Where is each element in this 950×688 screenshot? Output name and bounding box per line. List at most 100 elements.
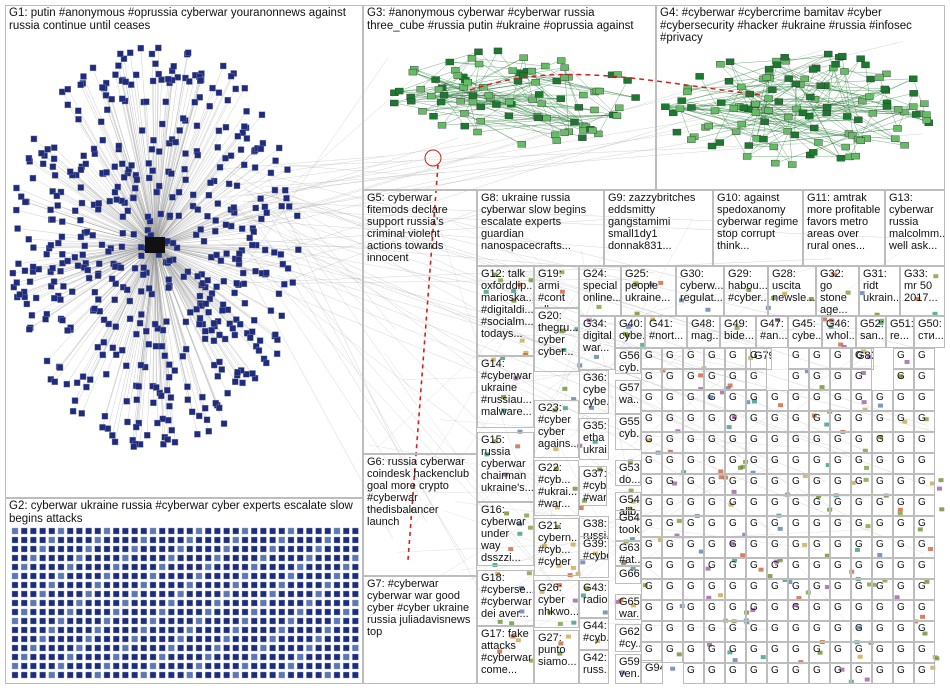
group-g33: G33: mr 50 2017... (900, 266, 945, 316)
tiny-group-label: G (876, 581, 890, 593)
tiny-group: G (746, 516, 767, 537)
group-g22: G22: #cyb... #ukrai... #war... (534, 460, 579, 516)
tiny-group-label: G (687, 665, 701, 677)
tiny-group: G (830, 579, 851, 600)
group-g6: G6: russia cyberwar coindesk hackenclub … (363, 454, 477, 576)
tiny-group: G (704, 600, 725, 621)
group-g26: G26: cyber nhkwo... (534, 580, 579, 628)
tiny-group-label: G (834, 539, 848, 551)
small-node (939, 507, 944, 511)
tiny-group: G (641, 621, 662, 642)
tiny-group: G (683, 495, 704, 516)
tiny-group-label: G (897, 581, 911, 593)
tiny-group: G (809, 600, 830, 621)
tiny-group-label: G (834, 371, 848, 383)
group-g15-label: G15: russia cyberwar chairman ukraine's.… (481, 434, 531, 494)
group-g45-label: G45: cybe... (792, 318, 819, 342)
tiny-group: G (683, 411, 704, 432)
tiny-group: G (872, 537, 893, 558)
tiny-group: G (746, 453, 767, 474)
tiny-group: G (788, 663, 809, 684)
tiny-group: G (851, 600, 872, 621)
tiny-group: G (809, 348, 830, 369)
tiny-group-label: G (687, 539, 701, 551)
tiny-group-label: G (855, 371, 869, 383)
tiny-group-label: G (792, 392, 806, 404)
tiny-group-label: G (813, 455, 827, 467)
tiny-group-label: G (771, 539, 785, 551)
group-g23-label: G23: #cyber cyber agains... (538, 402, 576, 450)
tiny-group: G (704, 348, 725, 369)
group-g24-label: G24: special online... (583, 268, 618, 304)
tiny-group-label: G (834, 350, 848, 362)
tiny-group-label: G (666, 539, 680, 551)
tiny-group-label: G (771, 602, 785, 614)
tiny-group-label: G (918, 371, 932, 383)
tiny-group-label: G (729, 539, 743, 551)
tiny-group-label: G (750, 560, 764, 572)
group-g23: G23: #cyber cyber agains... (534, 400, 579, 458)
tiny-group-label: G (918, 392, 932, 404)
tiny-group: G (809, 474, 830, 495)
tiny-group-label: G (645, 581, 659, 593)
tiny-group-label: G (729, 560, 743, 572)
tiny-group: G (662, 411, 683, 432)
tiny-group-label: G (645, 644, 659, 656)
tiny-group: G (788, 369, 809, 390)
tiny-group: G (830, 432, 851, 453)
group-g66-label: G66 (619, 568, 638, 580)
tiny-group-label: G (813, 350, 827, 362)
tiny-group-label: G (750, 476, 764, 488)
tiny-group: G (788, 621, 809, 642)
tiny-group: G (830, 537, 851, 558)
tiny-group-label: G (687, 623, 701, 635)
tiny-group: G (641, 537, 662, 558)
group-g36: G36: cybe cybe... (579, 370, 609, 414)
tiny-group: G (683, 558, 704, 579)
group-g62: G62: #cy... (615, 624, 641, 652)
tiny-group: G (641, 558, 662, 579)
tiny-group: G (809, 432, 830, 453)
tiny-group-label: G (834, 392, 848, 404)
tiny-group: G (704, 516, 725, 537)
tiny-group-label: G (750, 644, 764, 656)
tiny-group-label: G (729, 413, 743, 425)
tiny-group-label: G (771, 455, 785, 467)
tiny-group: G (830, 369, 851, 390)
tiny-group-label: G (666, 455, 680, 467)
tiny-group: G (851, 558, 872, 579)
group-g57-label: G57: wa... (619, 382, 638, 406)
tiny-group-label: G (666, 560, 680, 572)
tiny-group-label: G (750, 392, 764, 404)
tiny-group: G (641, 516, 662, 537)
tiny-group: G (746, 621, 767, 642)
tiny-group-label: G (855, 665, 869, 677)
tiny-group-label: G (876, 497, 890, 509)
group-g43-label: G43: radio... (583, 582, 606, 606)
tiny-group: G (662, 621, 683, 642)
tiny-group: G (830, 411, 851, 432)
tiny-group: G (767, 474, 788, 495)
tiny-group-label: G (792, 497, 806, 509)
tiny-group: G (641, 579, 662, 600)
tiny-group-label: G (897, 413, 911, 425)
tiny-group-label: G (897, 434, 911, 446)
tiny-group-label: G (771, 518, 785, 530)
tiny-group: G (746, 432, 767, 453)
tiny-group: G (746, 495, 767, 516)
tiny-group: G (767, 579, 788, 600)
tiny-group-label: G (708, 539, 722, 551)
tiny-group-label: G (792, 623, 806, 635)
tiny-group-label: G (855, 392, 869, 404)
tiny-group-label: G (792, 602, 806, 614)
tiny-group: G (914, 558, 935, 579)
group-g34: G34: digital war... (579, 316, 615, 370)
tiny-group-label: G (750, 518, 764, 530)
group-g59-label: G59: ven... (619, 656, 638, 680)
tiny-group: G (725, 348, 746, 369)
group-g33-label: G33: mr 50 2017... (904, 268, 942, 304)
tiny-group-label: G (792, 560, 806, 572)
tiny-group: G (893, 474, 914, 495)
tiny-group: G (809, 453, 830, 474)
tiny-group-label: G (708, 434, 722, 446)
